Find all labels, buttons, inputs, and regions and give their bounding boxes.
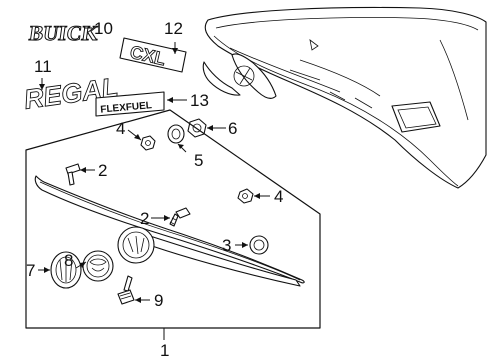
trunk-lid [202, 6, 487, 189]
callout-6: 6 [228, 119, 237, 138]
flexfuel-badge-text: FLEXFUEL [100, 100, 152, 115]
callout-13: 13 [190, 91, 209, 110]
grommet-5 [167, 124, 185, 144]
callout-4-upper: 4 [116, 119, 125, 138]
cxl-nameplate: CXL [119, 37, 187, 73]
buick-nameplate-text: BUICK [28, 21, 101, 45]
tri-shield-emblem [50, 251, 82, 289]
nut-4-lower [237, 188, 254, 204]
callout-3: 3 [222, 236, 231, 255]
nut-4-upper [140, 135, 156, 151]
callout-4-lower: 4 [274, 187, 283, 206]
buick-center-emblem [117, 226, 155, 264]
bolt-2-lower [169, 207, 191, 227]
callout-7: 7 [26, 261, 35, 280]
panel-outline [25, 109, 321, 329]
callout-2-upper: 2 [98, 161, 107, 180]
callout-1: 1 [160, 341, 169, 360]
callout-11: 11 [34, 57, 52, 76]
wire-connector [117, 275, 135, 305]
buick-nameplate: BUICK [27, 21, 101, 46]
callout-9: 9 [154, 291, 163, 310]
applique-molding [34, 175, 305, 287]
cxl-nameplate-text: CXL [128, 42, 168, 70]
callout-8: 8 [64, 251, 73, 270]
round-emblem [82, 250, 114, 282]
leader-lines [38, 27, 270, 340]
callout-5: 5 [194, 151, 203, 170]
bolt-2-upper [65, 163, 81, 186]
callout-2-lower: 2 [140, 209, 149, 228]
callout-12: 12 [164, 19, 183, 38]
flexfuel-badge: FLEXFUEL [95, 91, 165, 117]
grommet-3 [249, 235, 269, 255]
callout-10: 10 [94, 19, 113, 38]
